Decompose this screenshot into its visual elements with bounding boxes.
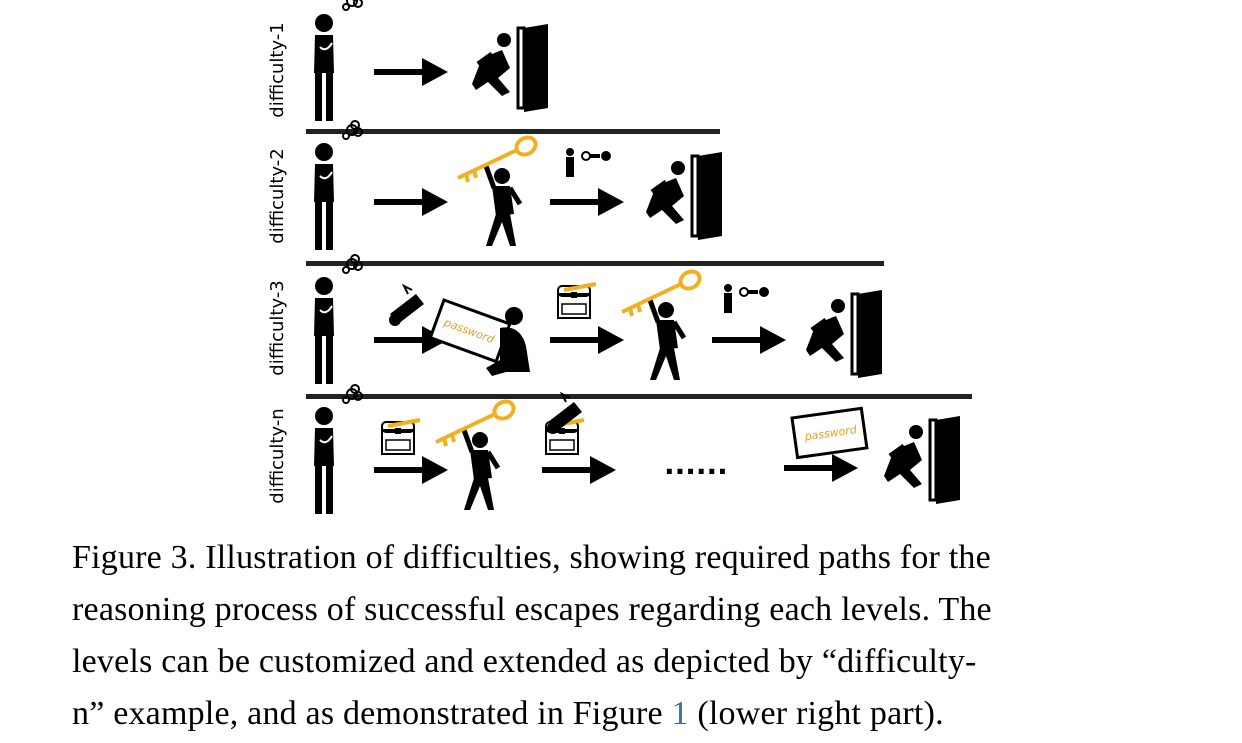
- row-label-3: difficulty-3: [267, 280, 288, 375]
- unlock-door-icon: [565, 147, 612, 178]
- key-holder-icon: [458, 134, 539, 246]
- treasure-chest-icon: [380, 418, 422, 456]
- row-difficulty-n: ...... password: [313, 384, 960, 515]
- escape-door-icon: [806, 290, 882, 378]
- caption-line: reasoning process of successful escapes …: [72, 591, 992, 628]
- thinking-person-icon: [313, 0, 363, 122]
- key-holder-icon: [622, 268, 703, 380]
- arrow-icon: [784, 454, 858, 482]
- row-label-1: difficulty-1: [267, 22, 288, 117]
- arrow-icon: [550, 188, 624, 216]
- escape-door-icon: [646, 152, 722, 240]
- continuation-dots: ......: [664, 448, 728, 481]
- arrow-icon: [542, 456, 616, 484]
- thinking-person-icon: [313, 254, 363, 385]
- row-label-n: difficulty-n: [267, 408, 288, 503]
- treasure-chest-icon: [556, 282, 598, 320]
- arrow-icon: [374, 58, 448, 86]
- row-difficulty-3: password: [313, 254, 882, 385]
- key-holder-icon: [436, 398, 517, 510]
- row-divider: [306, 129, 720, 134]
- password-card-icon: password: [790, 406, 869, 460]
- caption-text: n” example, and as demonstrated in Figur…: [72, 695, 672, 732]
- arrow-icon: [712, 326, 786, 354]
- caption-line: Figure 3. Illustration of difficulties, …: [72, 539, 991, 576]
- caption-text: (lower right part).: [688, 695, 944, 732]
- caption-line: n” example, and as demonstrated in Figur…: [72, 688, 1182, 740]
- arrow-icon: [374, 456, 448, 484]
- password-card-icon: password: [428, 298, 512, 364]
- row-difficulty-1: [313, 0, 548, 122]
- thinking-person-icon: [313, 384, 363, 515]
- arrow-icon: [374, 188, 448, 216]
- row-difficulty-2: [313, 120, 722, 251]
- row-label-2: difficulty-2: [267, 148, 288, 243]
- escape-door-icon: [472, 24, 548, 112]
- arrow-icon: [550, 326, 624, 354]
- row-divider: [306, 394, 972, 399]
- caption-line: levels can be customized and extended as…: [72, 643, 977, 680]
- figure-reference-link[interactable]: 1: [671, 695, 689, 732]
- figure-caption: Figure 3. Illustration of difficulties, …: [72, 532, 1182, 740]
- scroll-icon: [388, 285, 425, 327]
- row-divider: [306, 261, 884, 266]
- unlock-door-icon: [723, 283, 770, 314]
- thinking-person-icon: [313, 120, 363, 251]
- escape-door-icon: [884, 416, 960, 504]
- difficulty-illustration: difficulty-1 difficulty-2 difficulty-3 d…: [267, 0, 972, 515]
